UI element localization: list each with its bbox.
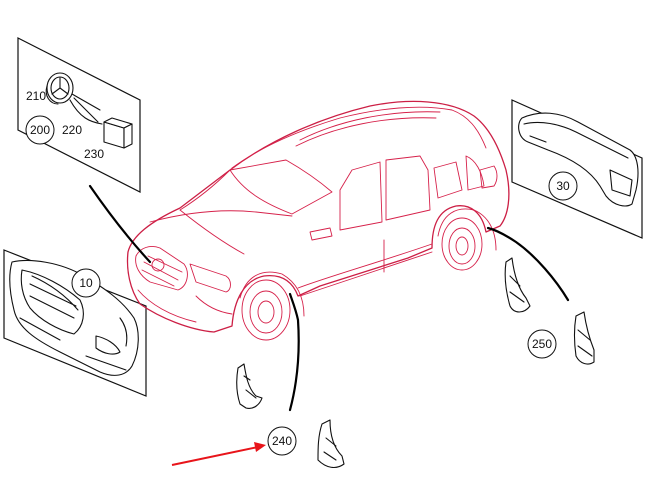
callout-10[interactable]: 10 bbox=[71, 268, 101, 298]
leader-250 bbox=[486, 226, 570, 302]
mudflap-group-240: 240 bbox=[236, 363, 345, 469]
mudflap-250-left bbox=[504, 257, 531, 313]
callout-10-text: 10 bbox=[79, 276, 93, 290]
leader-240 bbox=[288, 292, 300, 412]
rear-bumper-part bbox=[518, 112, 639, 207]
leader-lines bbox=[88, 184, 570, 412]
callout-200[interactable]: 200 bbox=[25, 115, 55, 145]
cable-part bbox=[69, 93, 103, 125]
label-210: 210 bbox=[26, 89, 46, 103]
callout-250[interactable]: 250 bbox=[527, 329, 557, 359]
callout-240[interactable]: 240 bbox=[267, 426, 297, 456]
panel-10-front-bumper: 10 bbox=[3, 249, 147, 397]
red-arrow-icon bbox=[171, 442, 266, 466]
callout-250-text: 250 bbox=[532, 337, 552, 351]
rear-wheel bbox=[437, 208, 497, 271]
callout-30[interactable]: 30 bbox=[548, 171, 578, 201]
mudflap-group-250: 250 bbox=[504, 257, 595, 365]
callout-200-text: 200 bbox=[30, 123, 50, 137]
panel-200-emblem-kit: 210 220 230 200 bbox=[17, 37, 141, 193]
mudflap-240-right bbox=[317, 419, 345, 469]
mudflap-250-right bbox=[573, 311, 595, 365]
callout-30-text: 30 bbox=[556, 179, 570, 193]
callout-240-text: 240 bbox=[272, 434, 292, 448]
mudflap-240-left bbox=[236, 363, 263, 409]
module-part bbox=[103, 117, 133, 149]
emblem-part bbox=[45, 72, 74, 105]
label-220: 220 bbox=[62, 123, 82, 137]
panel-30-rear-bumper: 30 bbox=[511, 99, 643, 239]
vehicle-outline bbox=[126, 100, 510, 341]
front-wheel bbox=[239, 271, 305, 341]
leader-200 bbox=[88, 184, 152, 264]
label-230: 230 bbox=[84, 147, 104, 161]
